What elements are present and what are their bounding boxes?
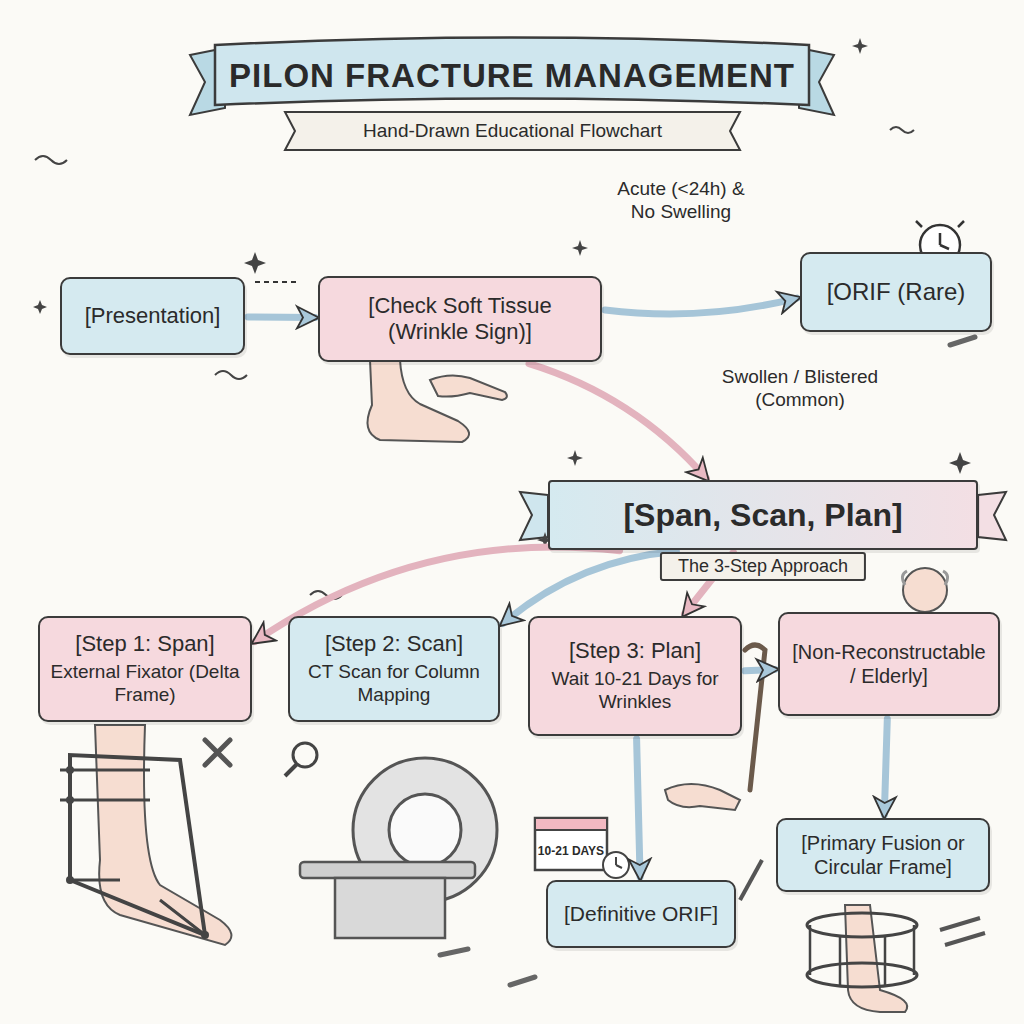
title-ribbon	[215, 38, 809, 106]
wrench-icon	[205, 740, 230, 765]
sparkles	[33, 38, 971, 654]
process-box: [Check Soft Tissue (Wrinkle Sign)]	[318, 276, 602, 362]
pointing-hand	[430, 375, 507, 400]
clock-icon	[603, 852, 629, 878]
subtitle: Hand-Drawn Educational Flowchart	[300, 114, 725, 148]
node-heading: [Check Soft Tissue (Wrinkle Sign)]	[328, 293, 592, 346]
clock-hands	[916, 221, 964, 249]
node-heading: [Presentation]	[85, 303, 221, 329]
node-heading: [Definitive ORIF]	[564, 901, 718, 926]
frame-pins	[60, 770, 205, 935]
flow-arrow	[503, 551, 677, 623]
elderly-face	[903, 568, 947, 612]
hint-line	[255, 281, 300, 283]
subtitle-ribbon	[285, 112, 740, 150]
squiggles	[35, 127, 914, 599]
bone-icon	[510, 977, 535, 985]
leg-illustration	[845, 905, 907, 1012]
bone-icon	[950, 337, 975, 345]
process-box: [Definitive ORIF]	[546, 880, 736, 948]
flow-arrow	[884, 719, 887, 815]
node-heading: [Step 3: Plan]	[569, 638, 701, 664]
calendar-icon	[535, 818, 607, 870]
step-banner: [Span, Scan, Plan]The 3-Step Approach	[548, 480, 978, 550]
node-heading: [ORIF (Rare)	[827, 278, 966, 307]
node-body: External Fixator (Delta Frame)	[48, 661, 242, 707]
process-box: [Step 3: Plan] Wait 10-21 Days for Wrinkl…	[528, 616, 742, 736]
foot-illustration	[368, 360, 470, 442]
flow-arrow	[745, 669, 775, 670]
edge-label: Acute (<24h) & No Swelling	[606, 178, 756, 224]
flow-arrow	[248, 313, 315, 321]
ribbon-tail	[520, 492, 548, 540]
process-box: [Step 1: Span] External Fixator (Delta Fr…	[38, 616, 252, 722]
node-body: CT Scan for Column Mapping	[298, 661, 490, 707]
node-heading: [Step 2: Scan]	[325, 631, 463, 657]
ribbon-tail	[978, 492, 1006, 540]
node-heading: [Primary Fusion or Circular Frame]	[786, 831, 980, 879]
node-heading: [Span, Scan, Plan]	[623, 496, 902, 534]
ct-base	[335, 878, 445, 938]
process-box: [Primary Fusion or Circular Frame]	[776, 818, 990, 892]
node-heading: [Step 1: Span]	[75, 631, 214, 657]
magnifier-icon	[293, 743, 317, 767]
plate-icon	[940, 918, 985, 945]
flow-arrow	[529, 364, 706, 479]
process-box: [Presentation]	[60, 277, 245, 355]
edge-label: Swollen / Blistered (Common)	[700, 366, 900, 412]
flow-arrow	[605, 298, 797, 314]
banner-subtitle: The 3-Step Approach	[660, 552, 866, 581]
title-text: PILON FRACTURE MANAGEMENT	[220, 50, 804, 102]
delta-frame	[70, 755, 205, 935]
flow-arrow	[637, 739, 641, 877]
pointing-hand	[665, 784, 740, 810]
node-heading: [Non-Reconstructable / Elderly]	[788, 640, 990, 688]
cane-icon	[745, 645, 765, 790]
node-body: Wait 10-21 Days for Wrinkles	[538, 668, 732, 714]
ct-bed	[300, 862, 475, 878]
scalpel-icon	[740, 860, 762, 900]
process-box: [ORIF (Rare)	[800, 252, 992, 332]
process-box: [Step 2: Scan] CT Scan for Column Mapping	[288, 616, 500, 722]
circular-frame	[807, 913, 917, 937]
bone-icon	[440, 949, 468, 955]
process-box: [Non-Reconstructable / Elderly]	[778, 612, 1000, 716]
calendar-text: 10-21 DAYS	[536, 833, 606, 869]
